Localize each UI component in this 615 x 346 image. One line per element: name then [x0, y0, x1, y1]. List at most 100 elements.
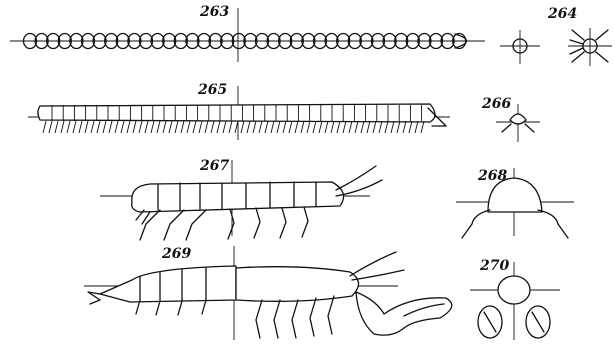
- walking-leg: [292, 300, 298, 338]
- leg: [49, 121, 52, 133]
- leg: [313, 121, 316, 133]
- figure-266-section: [510, 114, 526, 124]
- walking-leg: [310, 298, 316, 336]
- figure-265-label: 265: [197, 82, 227, 98]
- leg: [253, 121, 256, 133]
- leg: [355, 121, 358, 133]
- leg: [295, 121, 298, 133]
- leg: [271, 121, 274, 133]
- bent-leg: [164, 210, 184, 240]
- bent-leg: [228, 209, 234, 239]
- leg: [343, 121, 346, 133]
- bent-leg: [302, 207, 308, 237]
- leg: [229, 121, 232, 133]
- swimmeret: [202, 300, 206, 314]
- leg: [289, 121, 292, 133]
- leg: [169, 121, 172, 133]
- leg: [163, 121, 166, 133]
- leg: [223, 121, 226, 133]
- leg: [277, 121, 280, 133]
- figure-267-label: 267: [199, 158, 229, 174]
- leg: [91, 121, 94, 133]
- leg: [139, 121, 142, 133]
- leg: [115, 121, 118, 133]
- leg: [247, 121, 250, 133]
- leg: [127, 121, 130, 133]
- figure-263: 263: [10, 4, 485, 62]
- swimmeret: [178, 301, 182, 315]
- leg: [73, 121, 76, 133]
- figure-269: 269: [84, 246, 452, 340]
- bent-leg: [140, 210, 160, 240]
- swimmeret: [156, 301, 160, 315]
- figure-268-legs: [462, 210, 568, 238]
- figure-270-label: 270: [479, 258, 509, 274]
- leg: [133, 121, 136, 133]
- leg: [199, 121, 202, 133]
- leg: [241, 121, 244, 133]
- leg: [421, 121, 424, 133]
- leg: [373, 121, 376, 133]
- bent-leg: [254, 208, 260, 238]
- leg: [121, 121, 124, 133]
- leg: [79, 121, 82, 133]
- figure-265-body: [38, 104, 435, 122]
- leg: [85, 121, 88, 133]
- leg: [385, 121, 388, 133]
- leg: [145, 121, 148, 133]
- figure-270: 270: [470, 258, 560, 340]
- figure-270-body-section: [498, 276, 530, 304]
- leg: [367, 121, 370, 133]
- leg: [157, 121, 160, 133]
- walking-leg: [328, 296, 334, 334]
- leg: [109, 121, 112, 133]
- leg: [331, 121, 334, 133]
- leg: [181, 121, 184, 133]
- figure-264: 264: [500, 6, 612, 66]
- leg: [319, 121, 322, 133]
- figure-266-label: 266: [481, 96, 511, 112]
- bent-leg: [280, 208, 286, 238]
- leg: [175, 121, 178, 133]
- figure-264-label: 264: [547, 6, 577, 22]
- tail-fan: [88, 292, 100, 304]
- leg: [103, 121, 106, 133]
- leg: [265, 121, 268, 133]
- leg: [403, 121, 406, 133]
- leg: [211, 121, 214, 133]
- leg: [61, 121, 64, 133]
- leg: [205, 121, 208, 133]
- leg: [397, 121, 400, 133]
- figure-269-carapace: [236, 267, 359, 302]
- leg: [193, 121, 196, 133]
- leg: [325, 121, 328, 133]
- leg: [151, 121, 154, 133]
- bent-leg: [186, 210, 206, 240]
- leg: [379, 121, 382, 133]
- figure-266: 266: [481, 96, 540, 142]
- leg: [415, 121, 418, 133]
- leg: [283, 121, 286, 133]
- leg: [337, 121, 340, 133]
- figure-269-label: 269: [161, 246, 191, 262]
- figure-263-label: 263: [199, 4, 229, 20]
- leg: [301, 121, 304, 133]
- walking-leg: [274, 300, 280, 338]
- figure-267: 267: [100, 158, 382, 240]
- leg: [217, 121, 220, 133]
- leg: [187, 121, 190, 133]
- leg: [391, 121, 394, 133]
- leg: [349, 121, 352, 133]
- leg: [97, 121, 100, 133]
- figure-265: 265: [28, 82, 450, 140]
- figure-265-legs: [43, 121, 424, 133]
- figure-267-body: [132, 182, 344, 212]
- figure-268: 268: [456, 168, 574, 238]
- walking-leg: [256, 300, 262, 338]
- leg: [259, 121, 262, 133]
- figure-269-abdomen: [100, 266, 236, 302]
- leg: [409, 121, 412, 133]
- leg: [43, 121, 46, 133]
- figure-269-antennae: [350, 252, 404, 280]
